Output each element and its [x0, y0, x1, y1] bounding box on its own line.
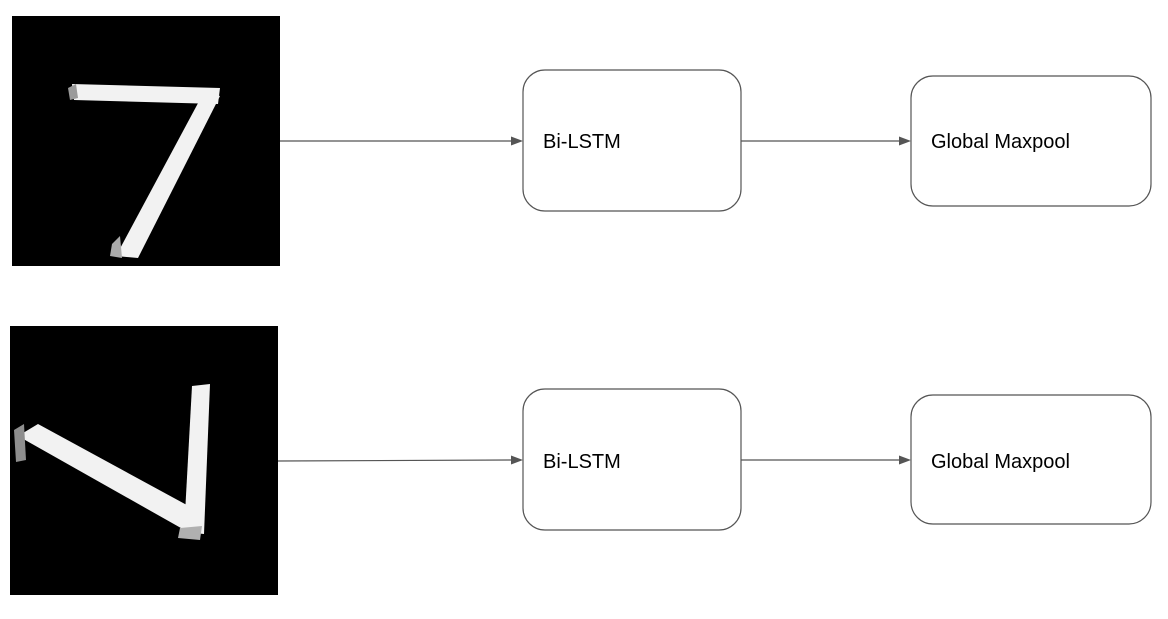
row-1: Bi-LSTM Global Maxpool: [12, 16, 1152, 266]
row-2: Bi-LSTM Global Maxpool: [10, 326, 1152, 595]
edge-bilstm-to-maxpool-1: [741, 136, 911, 146]
bilstm-label-1: Bi-LSTM: [543, 131, 621, 153]
global-maxpool-label-2: Global Maxpool: [931, 451, 1070, 473]
input-image-rotated-seven: [10, 326, 278, 595]
edge-bilstm-to-maxpool-2: [741, 455, 911, 465]
edge-image-to-bilstm-1: [280, 136, 523, 146]
global-maxpool-box-2: Global Maxpool: [910, 394, 1152, 525]
bilstm-box-1: Bi-LSTM: [522, 69, 742, 212]
bilstm-label-2: Bi-LSTM: [543, 451, 621, 473]
global-maxpool-box-1: Global Maxpool: [910, 75, 1152, 207]
input-image-upright-seven: [12, 16, 280, 266]
edge-image-to-bilstm-2: [277, 455, 523, 465]
bilstm-box-2: Bi-LSTM: [522, 388, 742, 531]
global-maxpool-label-1: Global Maxpool: [931, 131, 1070, 153]
